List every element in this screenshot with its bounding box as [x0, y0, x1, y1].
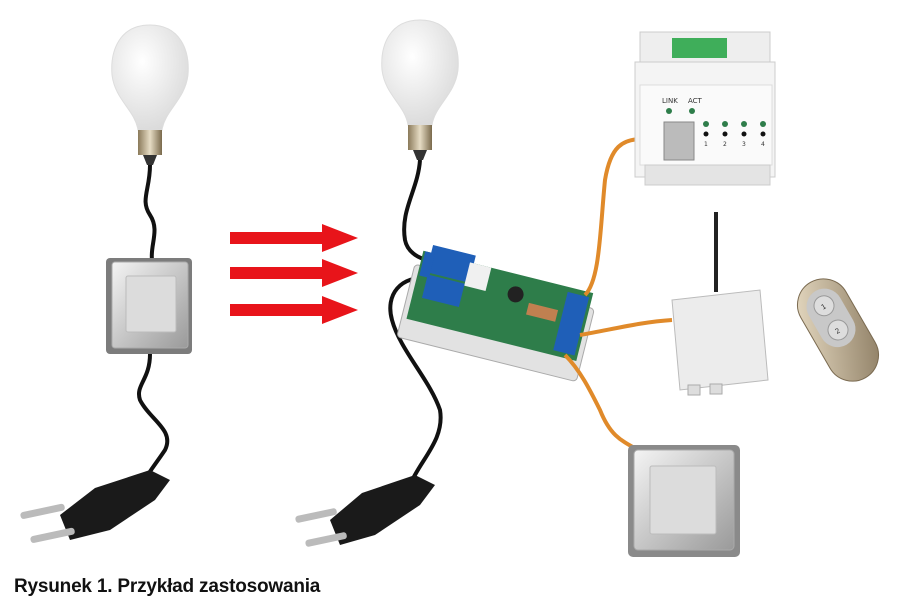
remote-button-label: 2 [834, 327, 842, 336]
cable-relay-to-plug [388, 275, 443, 486]
terminal-connector [672, 38, 727, 58]
bulb-right [381, 19, 459, 160]
transition-arrows [230, 224, 358, 324]
led-label-act: ACT [688, 97, 703, 105]
wire-relay-to-din [583, 137, 653, 297]
arrow-icon [230, 296, 358, 324]
bulb-left [111, 24, 189, 165]
figure-caption: Rysunek 1. Przykład zastosowania [14, 576, 321, 597]
cable-switch-to-plug-left [137, 353, 170, 481]
wire-relay-to-switch [563, 353, 639, 452]
power-plug-left [20, 470, 170, 543]
channel-label: 2 [723, 141, 727, 148]
relay-module-board [397, 244, 595, 382]
led-label-link: LINK [662, 97, 678, 105]
power-plug-right [295, 475, 435, 547]
wall-switch-left [106, 258, 192, 354]
arrow-icon [230, 224, 358, 252]
wall-switch-right [628, 445, 740, 557]
channel-label: 1 [704, 141, 708, 148]
remote-button-1 [813, 295, 835, 317]
terminal-block [553, 291, 590, 356]
ethernet-port [663, 121, 695, 161]
remote-button-2 [827, 319, 849, 341]
remote-control: 1 2 [797, 278, 879, 382]
channel-label: 4 [761, 141, 765, 148]
din-rail-module: LINK ACT 1 2 3 4 [634, 31, 776, 186]
remote-button-label: 1 [820, 302, 828, 311]
wire-relay-to-receiver [579, 318, 673, 337]
channel-label: 3 [742, 141, 746, 148]
relay-component [426, 244, 476, 283]
cable-bulb-to-switch-left [143, 164, 157, 261]
arrow-icon [230, 259, 358, 287]
radio-receiver-box [671, 212, 769, 396]
